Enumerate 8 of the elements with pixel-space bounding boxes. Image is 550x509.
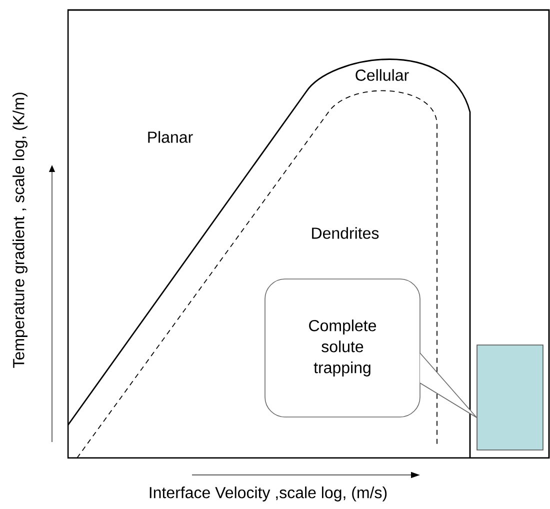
region-label: Dendrites <box>312 227 379 239</box>
region-label: Planar <box>148 131 193 143</box>
region-label: Cellular <box>356 69 409 81</box>
axis-label: Interface Velocity ,scale log, (m/s) <box>150 486 387 502</box>
axis-label: Temperature gradient , scale log, (K/m) <box>12 92 28 368</box>
leader-line <box>420 382 477 418</box>
filled-box <box>476 344 544 450</box>
callout-bubble: Complete solute trapping <box>264 278 420 418</box>
